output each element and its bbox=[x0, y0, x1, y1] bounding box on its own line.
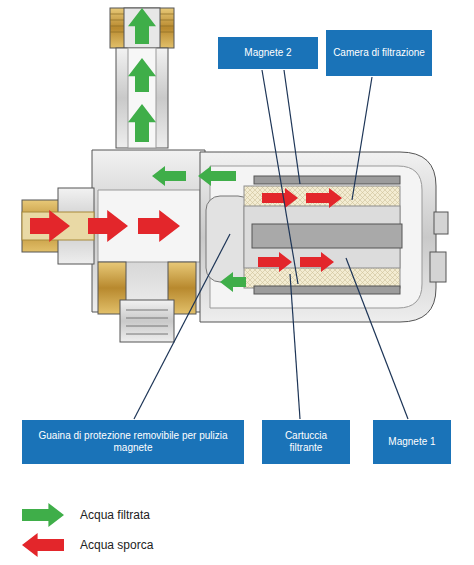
flow-arrow bbox=[128, 104, 156, 142]
flow-arrow bbox=[220, 272, 246, 292]
flow-arrow bbox=[300, 252, 334, 272]
label-box: Camera di filtrazione bbox=[326, 30, 432, 76]
flow-arrow bbox=[128, 58, 156, 92]
label-text: Camera di filtrazione bbox=[333, 47, 425, 60]
flow-arrow bbox=[30, 210, 70, 242]
label-box: Guaina di protezione removibile per puli… bbox=[22, 420, 244, 464]
label-box: Magnete 2 bbox=[218, 37, 318, 69]
legend-text: Acqua sporca bbox=[80, 538, 153, 552]
flow-arrow bbox=[262, 188, 298, 208]
label-box: Cartuccia filtrante bbox=[262, 420, 350, 464]
flow-arrow bbox=[258, 252, 292, 272]
label-text: Cartuccia filtrante bbox=[268, 430, 344, 455]
flow-arrow bbox=[198, 166, 236, 186]
flow-arrow bbox=[152, 166, 186, 186]
label-text: Magnete 2 bbox=[244, 47, 291, 60]
legend-row: Acqua sporca bbox=[20, 533, 153, 557]
legend-text: Acqua filtrata bbox=[80, 508, 150, 522]
valve-body bbox=[22, 8, 448, 342]
leader-lines bbox=[134, 70, 408, 419]
flow-arrow bbox=[128, 8, 156, 44]
flow-arrow bbox=[306, 188, 342, 208]
flow-arrow bbox=[138, 210, 180, 242]
label-text: Magnete 1 bbox=[388, 436, 435, 449]
legend-arrow bbox=[20, 503, 66, 527]
flow-arrow bbox=[88, 210, 128, 242]
label-text: Guaina di protezione removibile per puli… bbox=[28, 430, 238, 455]
legend-arrow bbox=[20, 533, 66, 557]
legend-row: Acqua filtrata bbox=[20, 503, 150, 527]
label-box: Magnete 1 bbox=[373, 420, 451, 464]
